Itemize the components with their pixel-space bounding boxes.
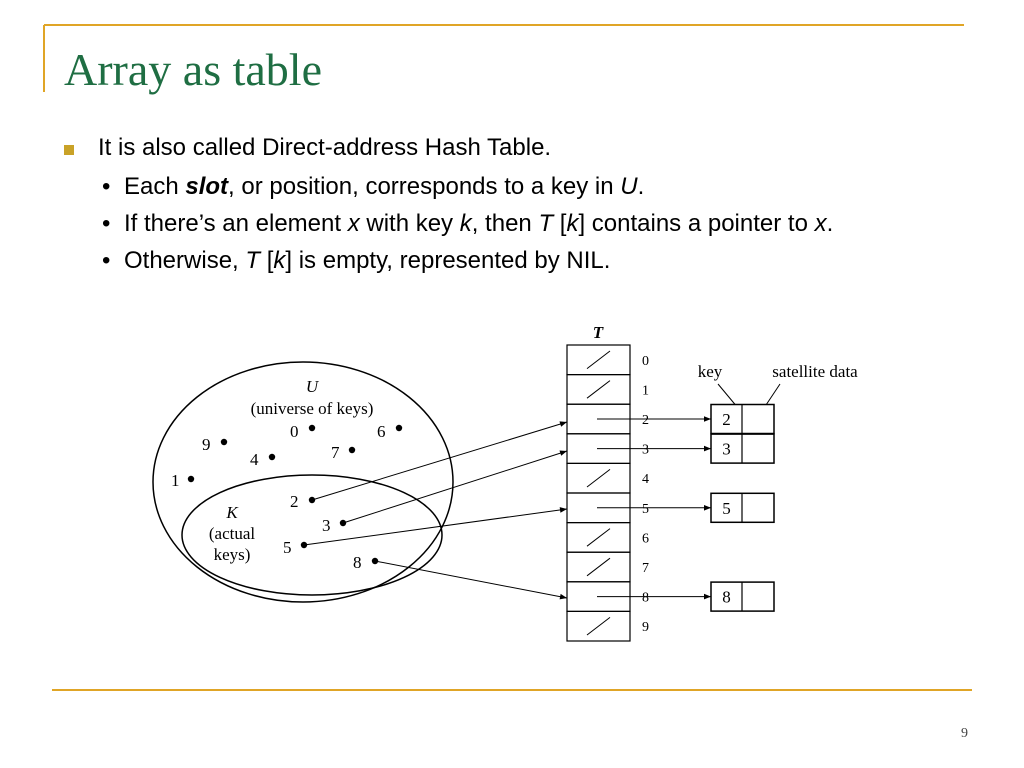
slot-index: 7 <box>642 561 649 576</box>
record-key: 3 <box>722 440 731 459</box>
svg-text:0: 0 <box>290 422 299 441</box>
element-record: 3 <box>710 433 775 464</box>
table-slot: 1 <box>566 374 649 405</box>
key-to-slot-arrow <box>303 507 568 546</box>
slot-index: 6 <box>642 531 649 546</box>
svg-text:8: 8 <box>353 553 362 572</box>
element-record: 5 <box>710 492 775 524</box>
slot-index: 9 <box>642 620 649 635</box>
slot-index: 3 <box>642 443 649 458</box>
slot-index: 0 <box>642 354 649 369</box>
svg-text:6: 6 <box>377 422 386 441</box>
universe-key: 7 <box>331 443 356 462</box>
svg-text:7: 7 <box>331 443 340 462</box>
universe-key: 9 <box>202 435 228 454</box>
bullet-main: It is also called Direct-address Hash Ta… <box>60 128 990 168</box>
actual-keys-ellipse <box>181 474 443 596</box>
actual-keys-caption-2: keys) <box>214 545 251 564</box>
nil-slash-icon <box>586 380 611 399</box>
table-slot: 9 <box>566 610 649 642</box>
svg-text:1: 1 <box>171 471 180 490</box>
sub-bullet-text: Each slot, or position, corresponds to a… <box>124 173 645 200</box>
slot-index: 5 <box>642 502 649 517</box>
universe-ellipse <box>152 361 454 603</box>
table-slot: 4 <box>566 462 649 494</box>
hash-table: 0 1 2 3 4 5 6 7 8 9 <box>566 344 649 642</box>
table-slot: 6 <box>566 521 649 553</box>
universe-key: 6 <box>377 422 403 441</box>
svg-text:4: 4 <box>250 450 259 469</box>
actual-key: 3 <box>322 516 347 535</box>
actual-keys-label: K <box>225 503 239 522</box>
element-record: 2 <box>710 403 775 435</box>
bullet-content: It is also called Direct-address Hash Ta… <box>60 128 990 279</box>
actual-key: 2 <box>290 492 316 511</box>
bullet-square-icon <box>64 145 74 155</box>
nil-slash-icon <box>586 350 611 369</box>
slot-index: 8 <box>642 591 649 606</box>
table-label: T <box>593 323 604 342</box>
page-number: 9 <box>961 726 968 741</box>
svg-text:3: 3 <box>322 516 331 535</box>
satellite-data-label: satellite data <box>772 362 858 381</box>
record-key: 8 <box>722 588 731 607</box>
slot-index: 4 <box>642 472 649 487</box>
sub-bullet-slot: • Each slot, or position, corresponds to… <box>60 168 990 205</box>
sub-bullet-element: • If there’s an element x with key k, th… <box>60 205 990 242</box>
key-to-slot-arrow <box>311 421 568 501</box>
universe-key: 0 <box>290 422 316 441</box>
nil-slash-icon <box>586 469 611 488</box>
nil-slash-icon <box>586 557 611 577</box>
record-key: 2 <box>722 410 731 429</box>
sub-bullet-text: If there’s an element x with key k, then… <box>124 210 834 237</box>
actual-key: 8 <box>353 553 379 572</box>
key-to-slot-arrow <box>342 450 568 524</box>
actual-key: 5 <box>283 538 308 557</box>
table-slot: 0 <box>566 344 649 376</box>
bullet-main-text: It is also called Direct-address Hash Ta… <box>98 134 552 161</box>
slot-index: 1 <box>642 383 649 398</box>
svg-text:5: 5 <box>283 538 292 557</box>
key-to-slot-arrow <box>374 560 568 600</box>
element-records: 2 3 5 8 <box>597 403 775 612</box>
sub-bullet-text: Otherwise, T [k] is empty, represented b… <box>124 247 611 274</box>
sub-bullet-dot-icon: • <box>102 210 111 237</box>
sub-bullet-dot-icon: • <box>102 247 111 274</box>
sub-bullet-otherwise: • Otherwise, T [k] is empty, represented… <box>60 242 990 279</box>
slot-index: 2 <box>642 413 649 428</box>
nil-slash-icon <box>586 617 611 636</box>
universe-label: U <box>306 377 320 396</box>
element-record: 8 <box>710 581 775 612</box>
universe-caption: (universe of keys) <box>251 399 374 418</box>
universe-key: 4 <box>250 450 276 469</box>
sub-bullet-dot-icon: • <box>102 173 111 200</box>
slide-title: Array as table <box>64 44 322 95</box>
actual-keys-caption-1: (actual <box>209 524 256 543</box>
svg-text:2: 2 <box>290 492 299 511</box>
key-column-label: key <box>698 362 723 381</box>
universe-key: 1 <box>171 471 195 490</box>
svg-text:9: 9 <box>202 435 211 454</box>
nil-slash-icon <box>586 528 611 547</box>
table-slot: 7 <box>566 551 649 583</box>
record-key: 5 <box>722 499 731 518</box>
